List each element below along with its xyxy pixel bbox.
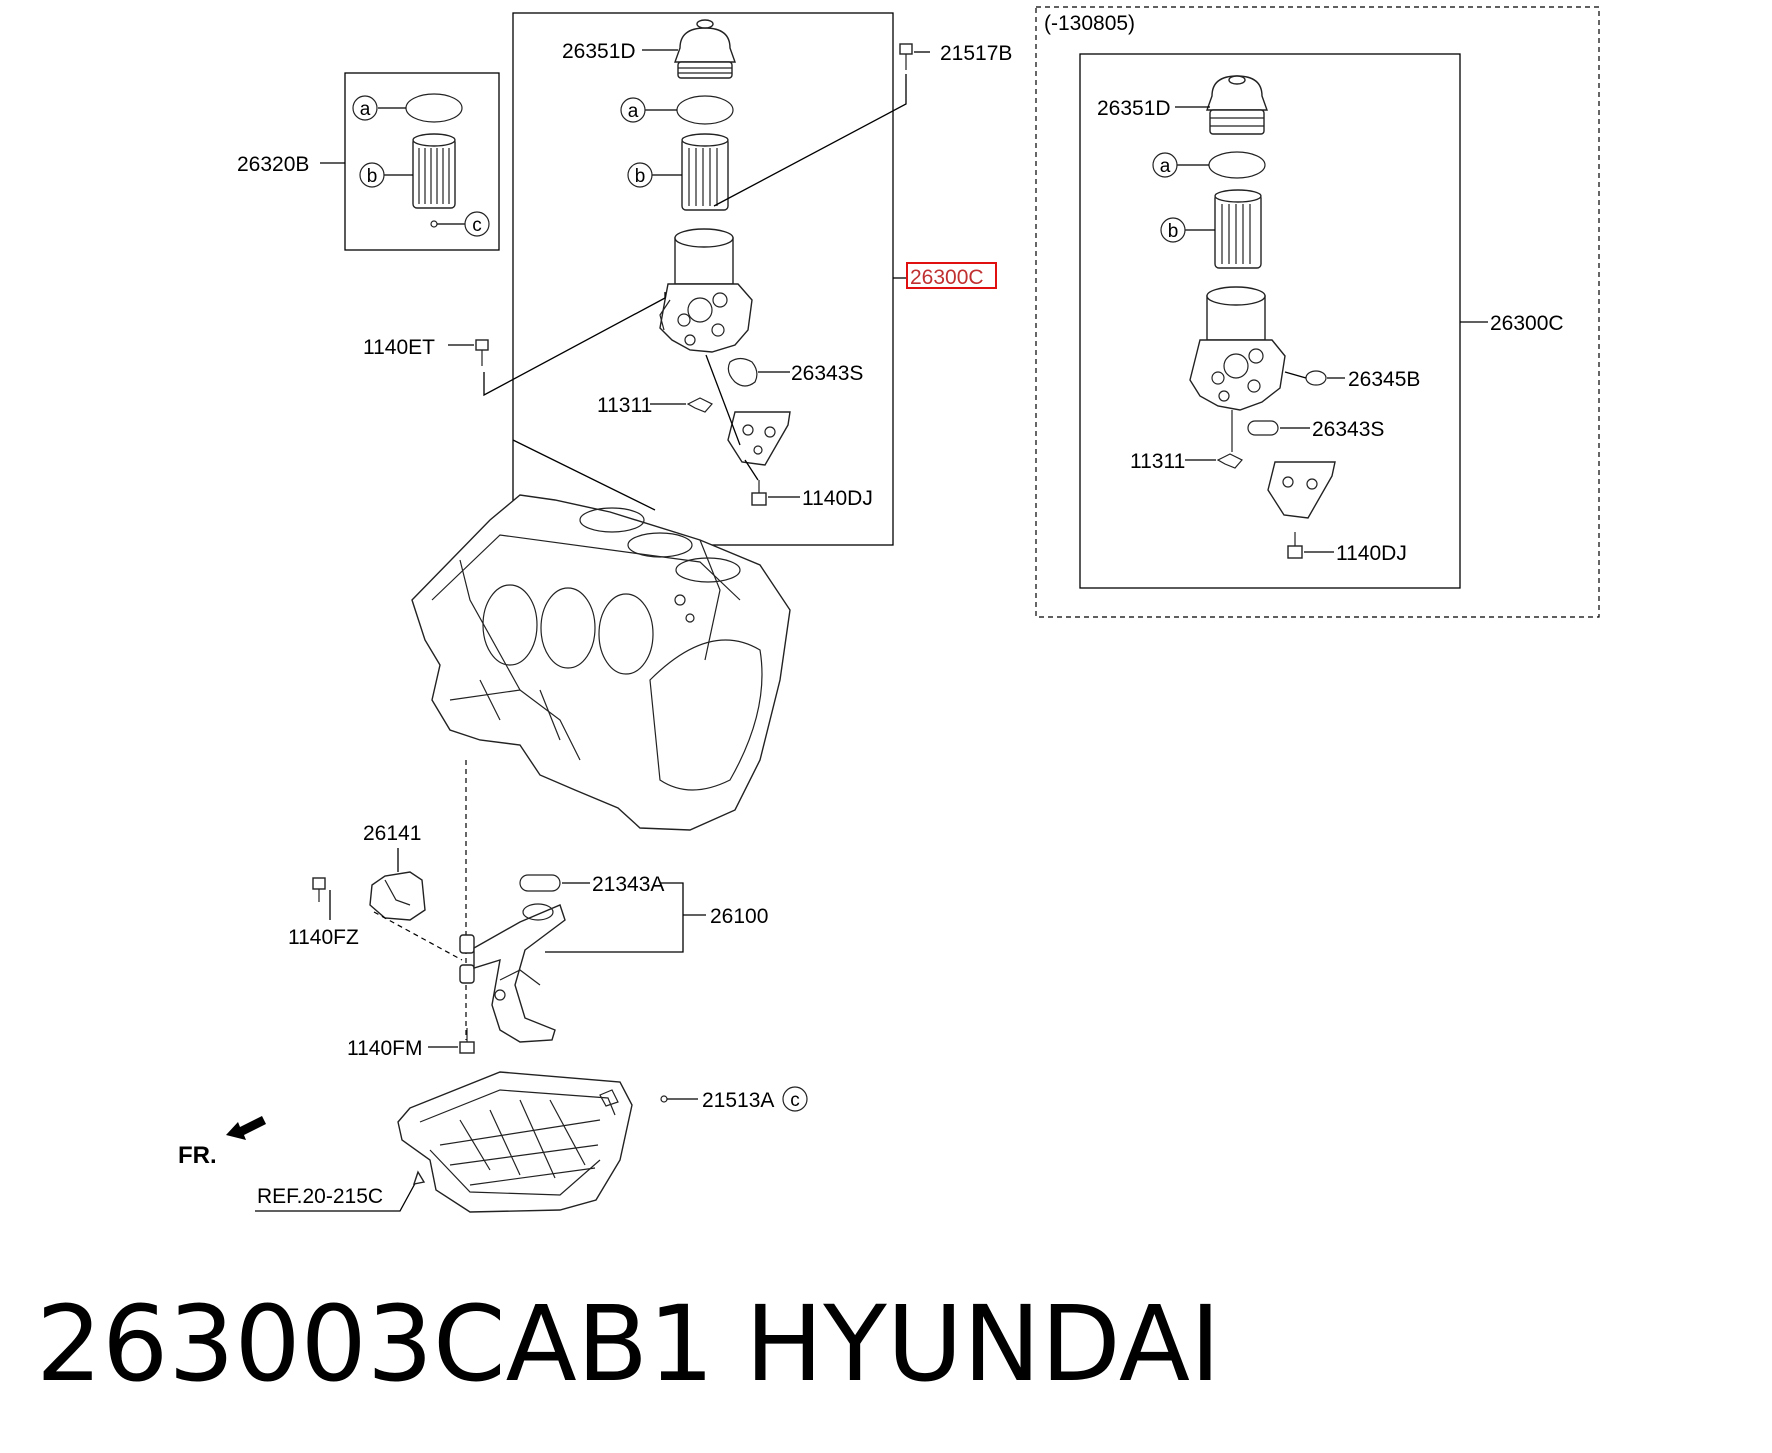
front-arrow-icon: [226, 1116, 266, 1140]
label-26351D-main: 26351D: [562, 40, 636, 63]
label-1140DJ-main: 1140DJ: [802, 487, 873, 510]
label-26345B: 26345B: [1348, 368, 1420, 391]
bolt-1140DJ-alt-icon: [1287, 532, 1303, 559]
bolt-1140FM-icon: [459, 1028, 475, 1054]
cover-plate-icon: [727, 411, 791, 466]
label-1140ET: 1140ET: [363, 336, 435, 359]
label-1140FM: 1140FM: [347, 1037, 422, 1060]
filter-element-icon: [412, 133, 456, 209]
label-1140DJ-alt: 1140DJ: [1336, 542, 1407, 565]
bolt-1140FZ-icon: [312, 877, 326, 902]
filter-cap-alt-icon: [1206, 75, 1268, 135]
baffle-26141-icon: [369, 871, 426, 921]
engine-block-icon: [411, 494, 791, 831]
callout-a-main: a: [628, 101, 639, 122]
bolt-21517B-icon: [899, 43, 913, 70]
label-26141: 26141: [363, 822, 421, 845]
cover-plate-alt-icon: [1267, 461, 1336, 519]
label-11311-main: 11311: [597, 394, 652, 417]
label-26351D-alt: 26351D: [1097, 97, 1171, 120]
callout-b-alt: b: [1168, 221, 1179, 242]
callout-a: a: [360, 99, 371, 120]
label-21517B: 21517B: [940, 42, 1012, 65]
brand-name: HYUNDAI: [745, 1283, 1221, 1405]
label-21343A: 21343A: [592, 873, 664, 896]
callout-c-pan: c: [790, 1090, 800, 1111]
label-26100: 26100: [710, 905, 768, 928]
filter-kit-26320B: a b c: [344, 72, 500, 251]
part-number: 263003CAB1: [36, 1283, 714, 1405]
callout-b: b: [367, 166, 378, 187]
callout-c: c: [472, 215, 482, 236]
label-11311-alt: 11311: [1130, 450, 1185, 473]
front-label: FR.: [178, 1142, 217, 1169]
filter-element-alt-icon: [1214, 189, 1262, 269]
oil-pump-26100-icon: [459, 903, 566, 1043]
label-26300C-main: 26300C: [910, 266, 984, 289]
label-26320B: 26320B: [237, 153, 309, 176]
callout-a-alt: a: [1160, 156, 1171, 177]
label-1140FZ: 1140FZ: [288, 926, 359, 949]
callout-b-main: b: [635, 166, 646, 187]
label-26343S-alt: 26343S: [1312, 418, 1384, 441]
filter-cap-icon: [674, 19, 736, 79]
filter-element-main-icon: [681, 133, 729, 211]
bolt-1140DJ-icon: [751, 480, 767, 506]
bolt-1140ET-icon: [475, 339, 489, 366]
label-ref: REF.20-215C: [257, 1185, 383, 1208]
variant-note: (-130805): [1044, 12, 1135, 35]
variant-box: [1035, 6, 1600, 618]
oil-filter-housing-icon: [659, 228, 753, 353]
oil-pan-icon: [397, 1071, 633, 1213]
label-21513A: 21513A: [702, 1089, 774, 1112]
label-26300C-alt: 26300C: [1490, 312, 1564, 335]
label-26343S-main: 26343S: [791, 362, 863, 385]
oil-filter-housing-alt-icon: [1189, 286, 1286, 411]
highlight-box: [906, 262, 997, 289]
